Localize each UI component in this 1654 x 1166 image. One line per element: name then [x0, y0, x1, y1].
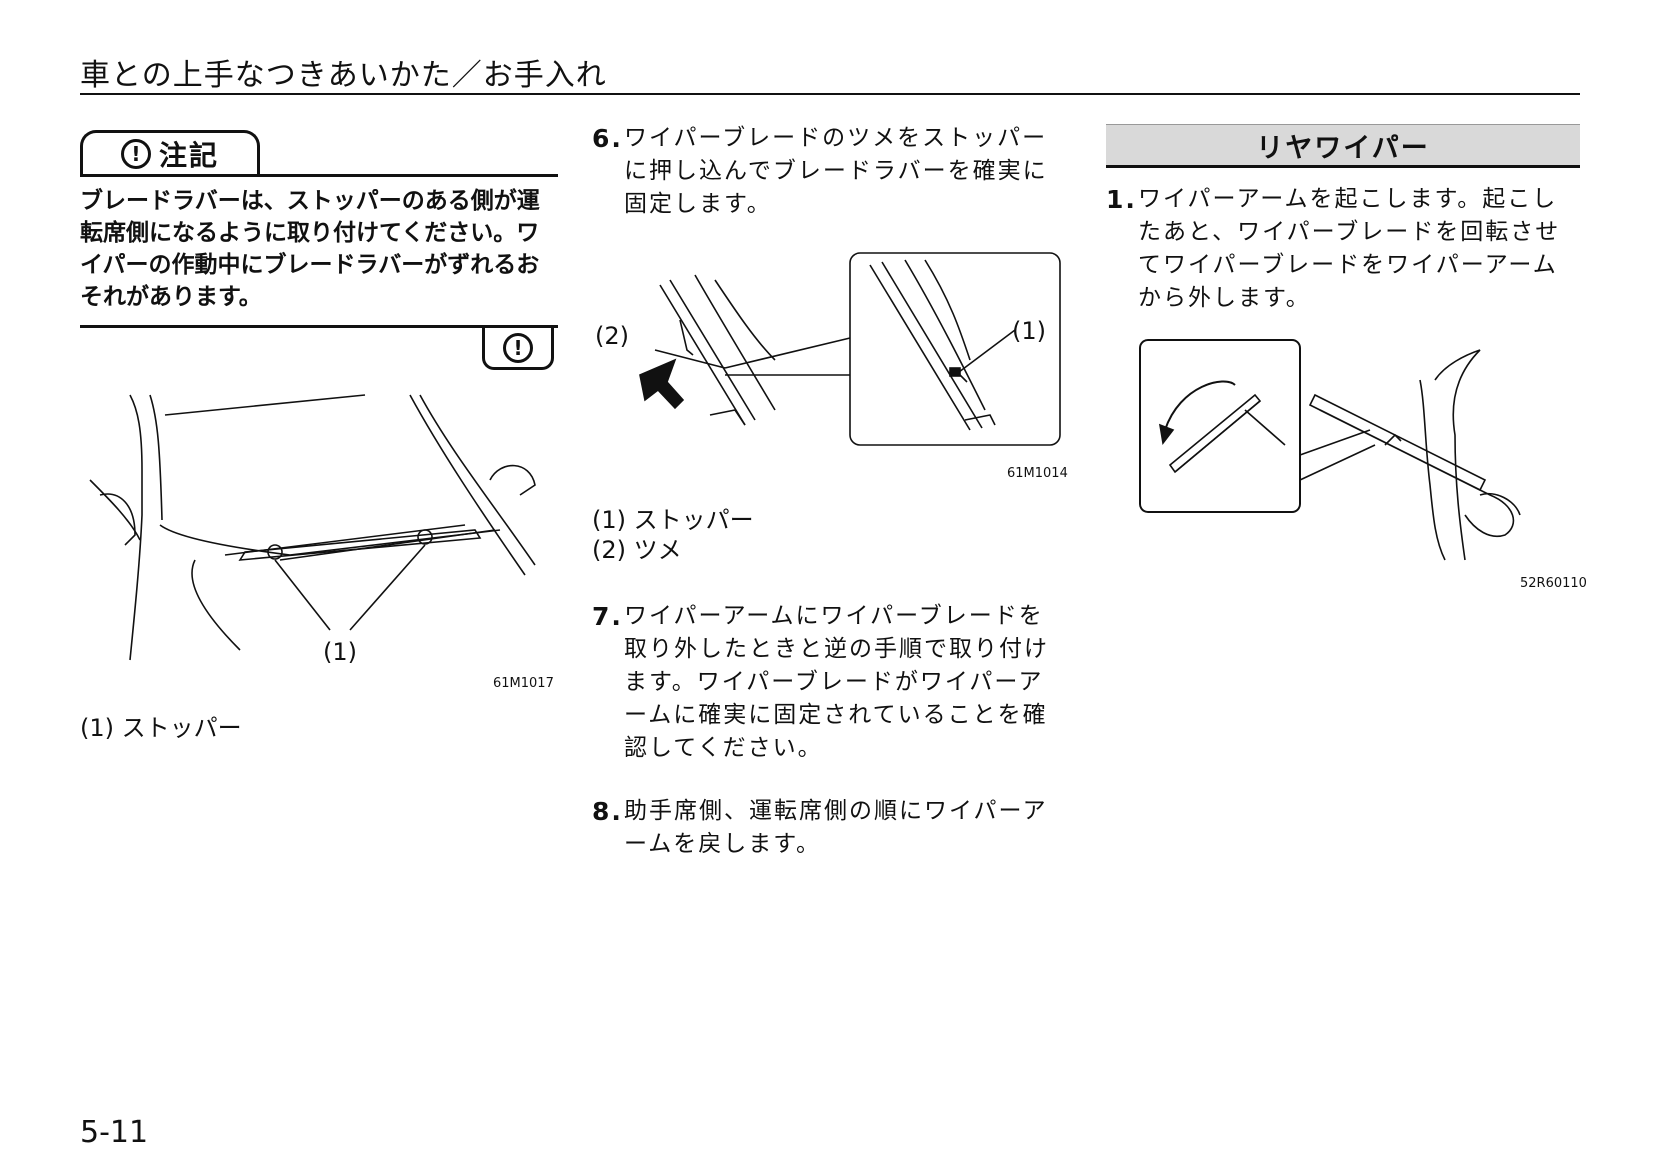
- figure3-code: 52R60110: [1520, 576, 1587, 591]
- figure2-legend-1: (1) ストッパー: [592, 506, 754, 534]
- rear-step-1-text: ワイパーアームを起こします。起こしたあと、ワイパーブレードを回転させてワイパーブ…: [1138, 186, 1561, 311]
- figure1-code: 61M1017: [493, 676, 554, 691]
- rear-wiper-illustration: [1139, 339, 1521, 561]
- step-6: 6. ワイパーブレードのツメをストッパーに押し込んでブレードラバーを確実に固定し…: [592, 122, 1062, 221]
- caution-bottom-rule: [80, 325, 558, 328]
- figure2-legend-2: (2) ツメ: [592, 536, 682, 564]
- figure1-legend-1: (1) ストッパー: [80, 714, 242, 742]
- rear-step-1-number: 1.: [1106, 185, 1137, 214]
- page-header-title: 車との上手なつきあいかた／お手入れ: [80, 58, 607, 93]
- caution-label: 注記: [158, 138, 219, 172]
- step-6-text: ワイパーブレードのツメをストッパーに押し込んでブレードラバーを確実に固定します。: [624, 125, 1048, 217]
- page-number: 5-11: [80, 1115, 149, 1150]
- step-7-number: 7.: [592, 602, 623, 631]
- figure2-code: 61M1014: [1007, 466, 1068, 481]
- caution-tab: ! 注記: [80, 130, 260, 174]
- blade-stopper-illustration: [639, 252, 1061, 446]
- caution-top-rule: [80, 174, 558, 177]
- header-divider: [80, 93, 1580, 95]
- step-7: 7. ワイパーアームにワイパーブレードを取り外したときと逆の手順で取り付けます。…: [592, 600, 1062, 765]
- step-8-text: 助手席側、運転席側の順にワイパーアームを戻します。: [624, 798, 1048, 857]
- exclamation-icon: !: [120, 138, 151, 169]
- step-7-text: ワイパーアームにワイパーブレードを取り外したときと逆の手順で取り付けます。ワイパ…: [624, 603, 1049, 761]
- exclamation-end-icon: !: [503, 332, 533, 363]
- figure2-callout-1: (1): [1012, 317, 1046, 345]
- figure1-callout: (1): [323, 638, 357, 666]
- rear-wiper-heading: リヤワイパー: [1106, 124, 1580, 168]
- windshield-wiper-illustration: [89, 394, 536, 661]
- step-8: 8. 助手席側、運転席側の順にワイパーアームを戻します。: [592, 795, 1062, 861]
- step-8-number: 8.: [592, 797, 623, 826]
- caution-end-tab: !: [482, 328, 554, 370]
- step-6-number: 6.: [592, 124, 623, 153]
- caution-text: ブレードラバーは、ストッパーのある側が運転席側になるように取り付けてください。ワ…: [80, 188, 540, 310]
- rear-step-1: 1. ワイパーアームを起こします。起こしたあと、ワイパーブレードを回転させてワイ…: [1106, 183, 1580, 315]
- figure2-callout-2: (2): [595, 322, 629, 350]
